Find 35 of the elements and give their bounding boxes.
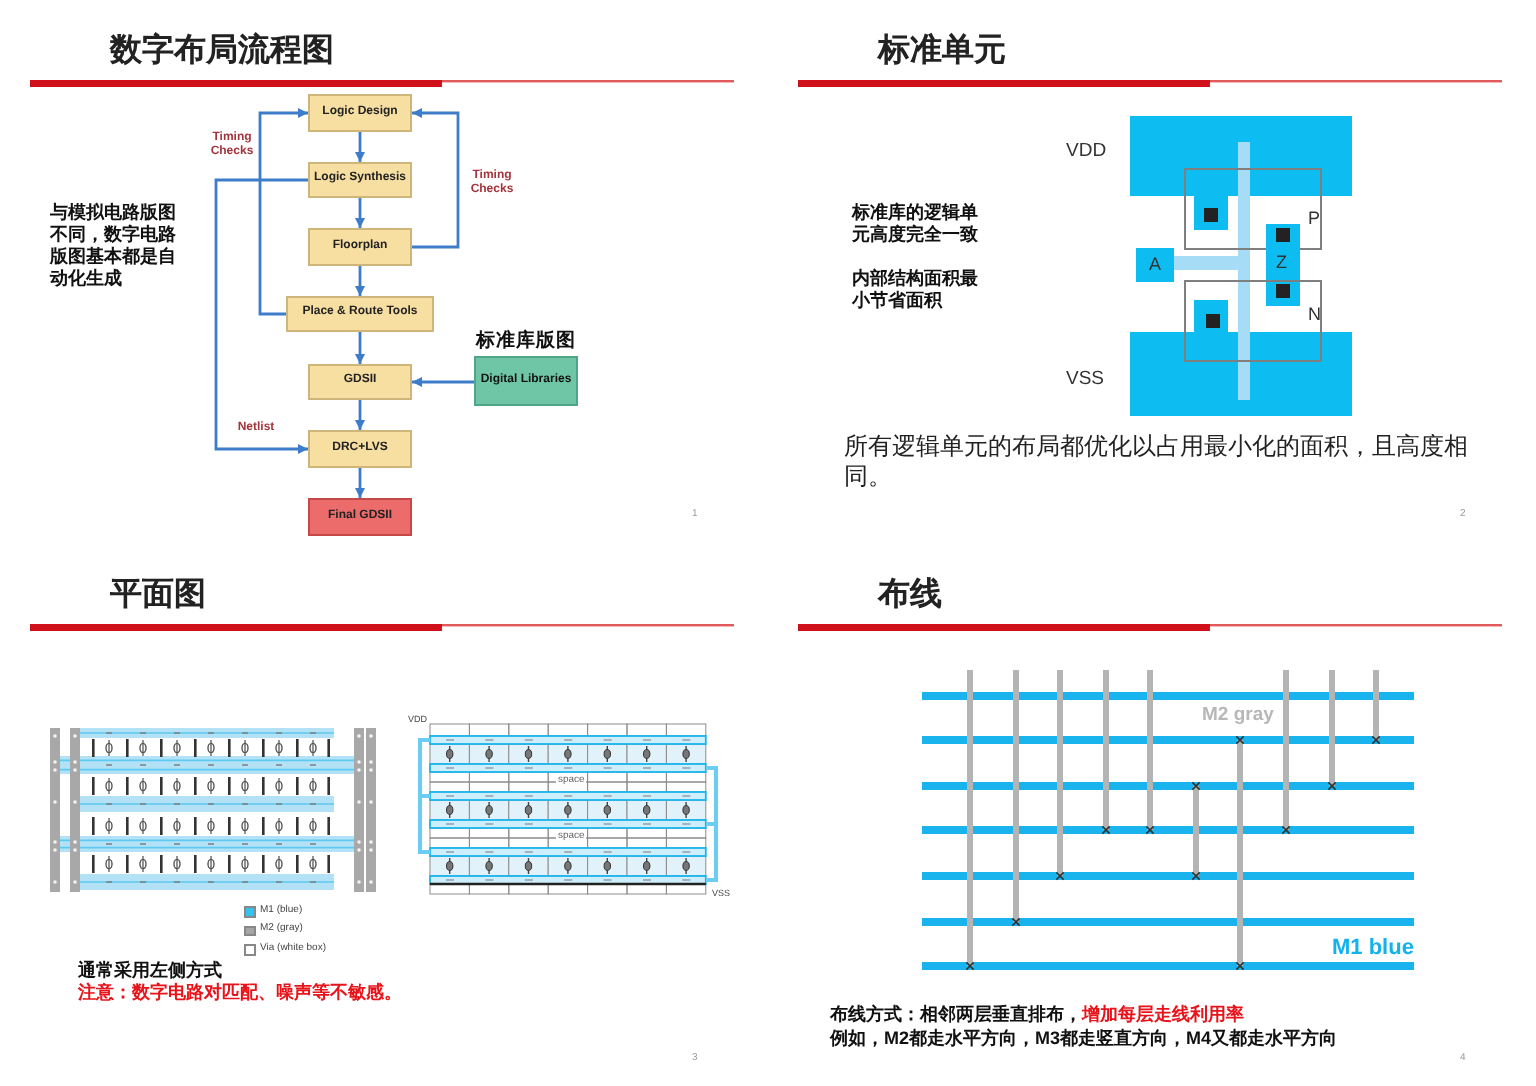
note-text: 标准库的逻辑单元高度完全一致 [852, 202, 980, 246]
slide-title: 数字布局流程图 [110, 34, 334, 71]
arrow [355, 198, 365, 228]
layer-label: M2 gray [1202, 706, 1274, 728]
highlight-text: 增加每层走线利用率 [1082, 1004, 1244, 1026]
region-label: Z [1276, 252, 1287, 272]
arrow [355, 132, 365, 162]
note-text: 与模拟电路版图不同，数字电路版图基本都是自动化生成 [50, 202, 178, 290]
arrow [412, 108, 460, 249]
node-heading: 标准库版图 [473, 330, 578, 354]
arrow [258, 108, 308, 316]
layer-label: M1 blue [1332, 936, 1414, 962]
body-text: 所有逻辑单元的布局都优化以占用最小化的面积，且高度相同。 [844, 432, 1470, 492]
pin-box: A [1136, 248, 1174, 282]
region-label: N [1308, 304, 1321, 324]
slide-title: 平面图 [110, 578, 206, 615]
body-text: 例如，M2都走水平方向，M3都走竖直方向，M4又都走水平方向 [830, 1028, 1338, 1050]
arrow [412, 377, 474, 387]
arrow [214, 178, 308, 454]
arrow [355, 468, 365, 498]
note-text: 通常采用左侧方式 [78, 960, 222, 982]
region-label: P [1308, 208, 1321, 228]
slide-title: 布线 [878, 578, 942, 615]
rail-label: VDD [1066, 142, 1107, 164]
slide-title: 标准单元 [878, 34, 1006, 71]
warning-text: 注意：数字电路对匹配、噪声等不敏感。 [78, 982, 402, 1004]
device-outline [1184, 280, 1322, 362]
metal-strip [1266, 224, 1300, 306]
arrow [355, 400, 365, 430]
device-outline [1184, 168, 1322, 250]
note-text: 内部结构面积最小节省面积 [852, 268, 980, 312]
body-text: 布线方式：相邻两层垂直排布， [830, 1004, 1082, 1026]
arrow [355, 332, 365, 364]
arrow [355, 266, 365, 296]
rail-label: VSS [1066, 370, 1105, 392]
